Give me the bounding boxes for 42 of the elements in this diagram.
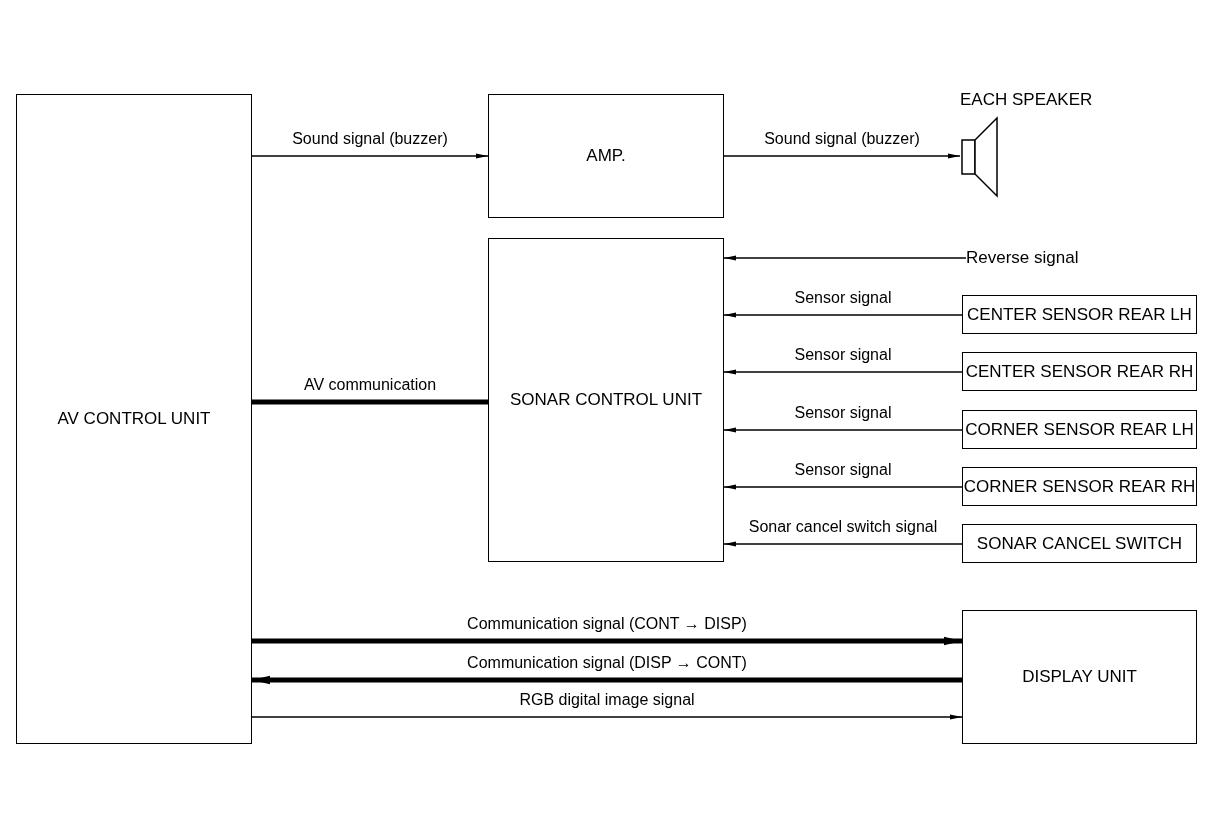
node-label: DISPLAY UNIT — [1022, 666, 1137, 688]
signal-arrow — [252, 675, 962, 685]
signal-arrow — [252, 636, 962, 646]
edge-label: Sound signal (buzzer) — [291, 129, 449, 149]
node-label: SONAR CANCEL SWITCH — [976, 532, 1183, 555]
signal-arrow — [723, 484, 963, 490]
signal-arrow — [723, 255, 967, 261]
signal-arrow — [723, 427, 963, 433]
switch-box — [962, 524, 1197, 563]
sensor-box — [962, 467, 1197, 506]
amplifier-box — [488, 94, 724, 218]
signal-arrow — [723, 541, 963, 547]
node-label: CENTER SENSOR REAR LH — [967, 303, 1192, 326]
edge-label: Sensor signal — [793, 460, 893, 480]
control-unit-box — [488, 238, 724, 562]
signal-arrow — [723, 312, 963, 318]
edge-label: RGB digital image signal — [518, 690, 696, 710]
edge-label: Sensor signal — [793, 288, 893, 308]
node-label: CENTER SENSOR REAR RH — [965, 360, 1194, 383]
signal-arrow — [251, 714, 963, 720]
node-label: CORNER SENSOR REAR RH — [963, 475, 1196, 498]
edge-label: Sound signal (buzzer) — [763, 129, 921, 149]
sensor-box — [962, 410, 1197, 449]
sensor-box — [962, 295, 1197, 334]
signal-arrow — [723, 153, 961, 159]
display-unit-box — [962, 610, 1197, 744]
edge-label: Communication signal (CONT → DISP) — [466, 614, 748, 634]
edge-label: Sonar cancel switch signal — [747, 517, 939, 537]
control-unit-box — [16, 94, 252, 744]
node-label: EACH SPEAKER — [960, 90, 1093, 109]
edge-label: Sensor signal — [793, 345, 893, 365]
signal-arrow — [723, 369, 963, 375]
node-label: Reverse signal — [966, 247, 1079, 269]
edge-label: Sensor signal — [793, 403, 893, 423]
node-label: CORNER SENSOR REAR LH — [965, 418, 1194, 441]
node-label: SONAR CONTROL UNIT — [509, 389, 702, 411]
edge-label: AV communication — [302, 375, 438, 395]
signal-arrow — [251, 153, 489, 159]
sensor-box — [962, 352, 1197, 391]
node-label: AMP. — [586, 145, 626, 167]
edge-label: Communication signal (DISP → CONT) — [466, 653, 748, 673]
node-label: AV CONTROL UNIT — [57, 408, 211, 430]
